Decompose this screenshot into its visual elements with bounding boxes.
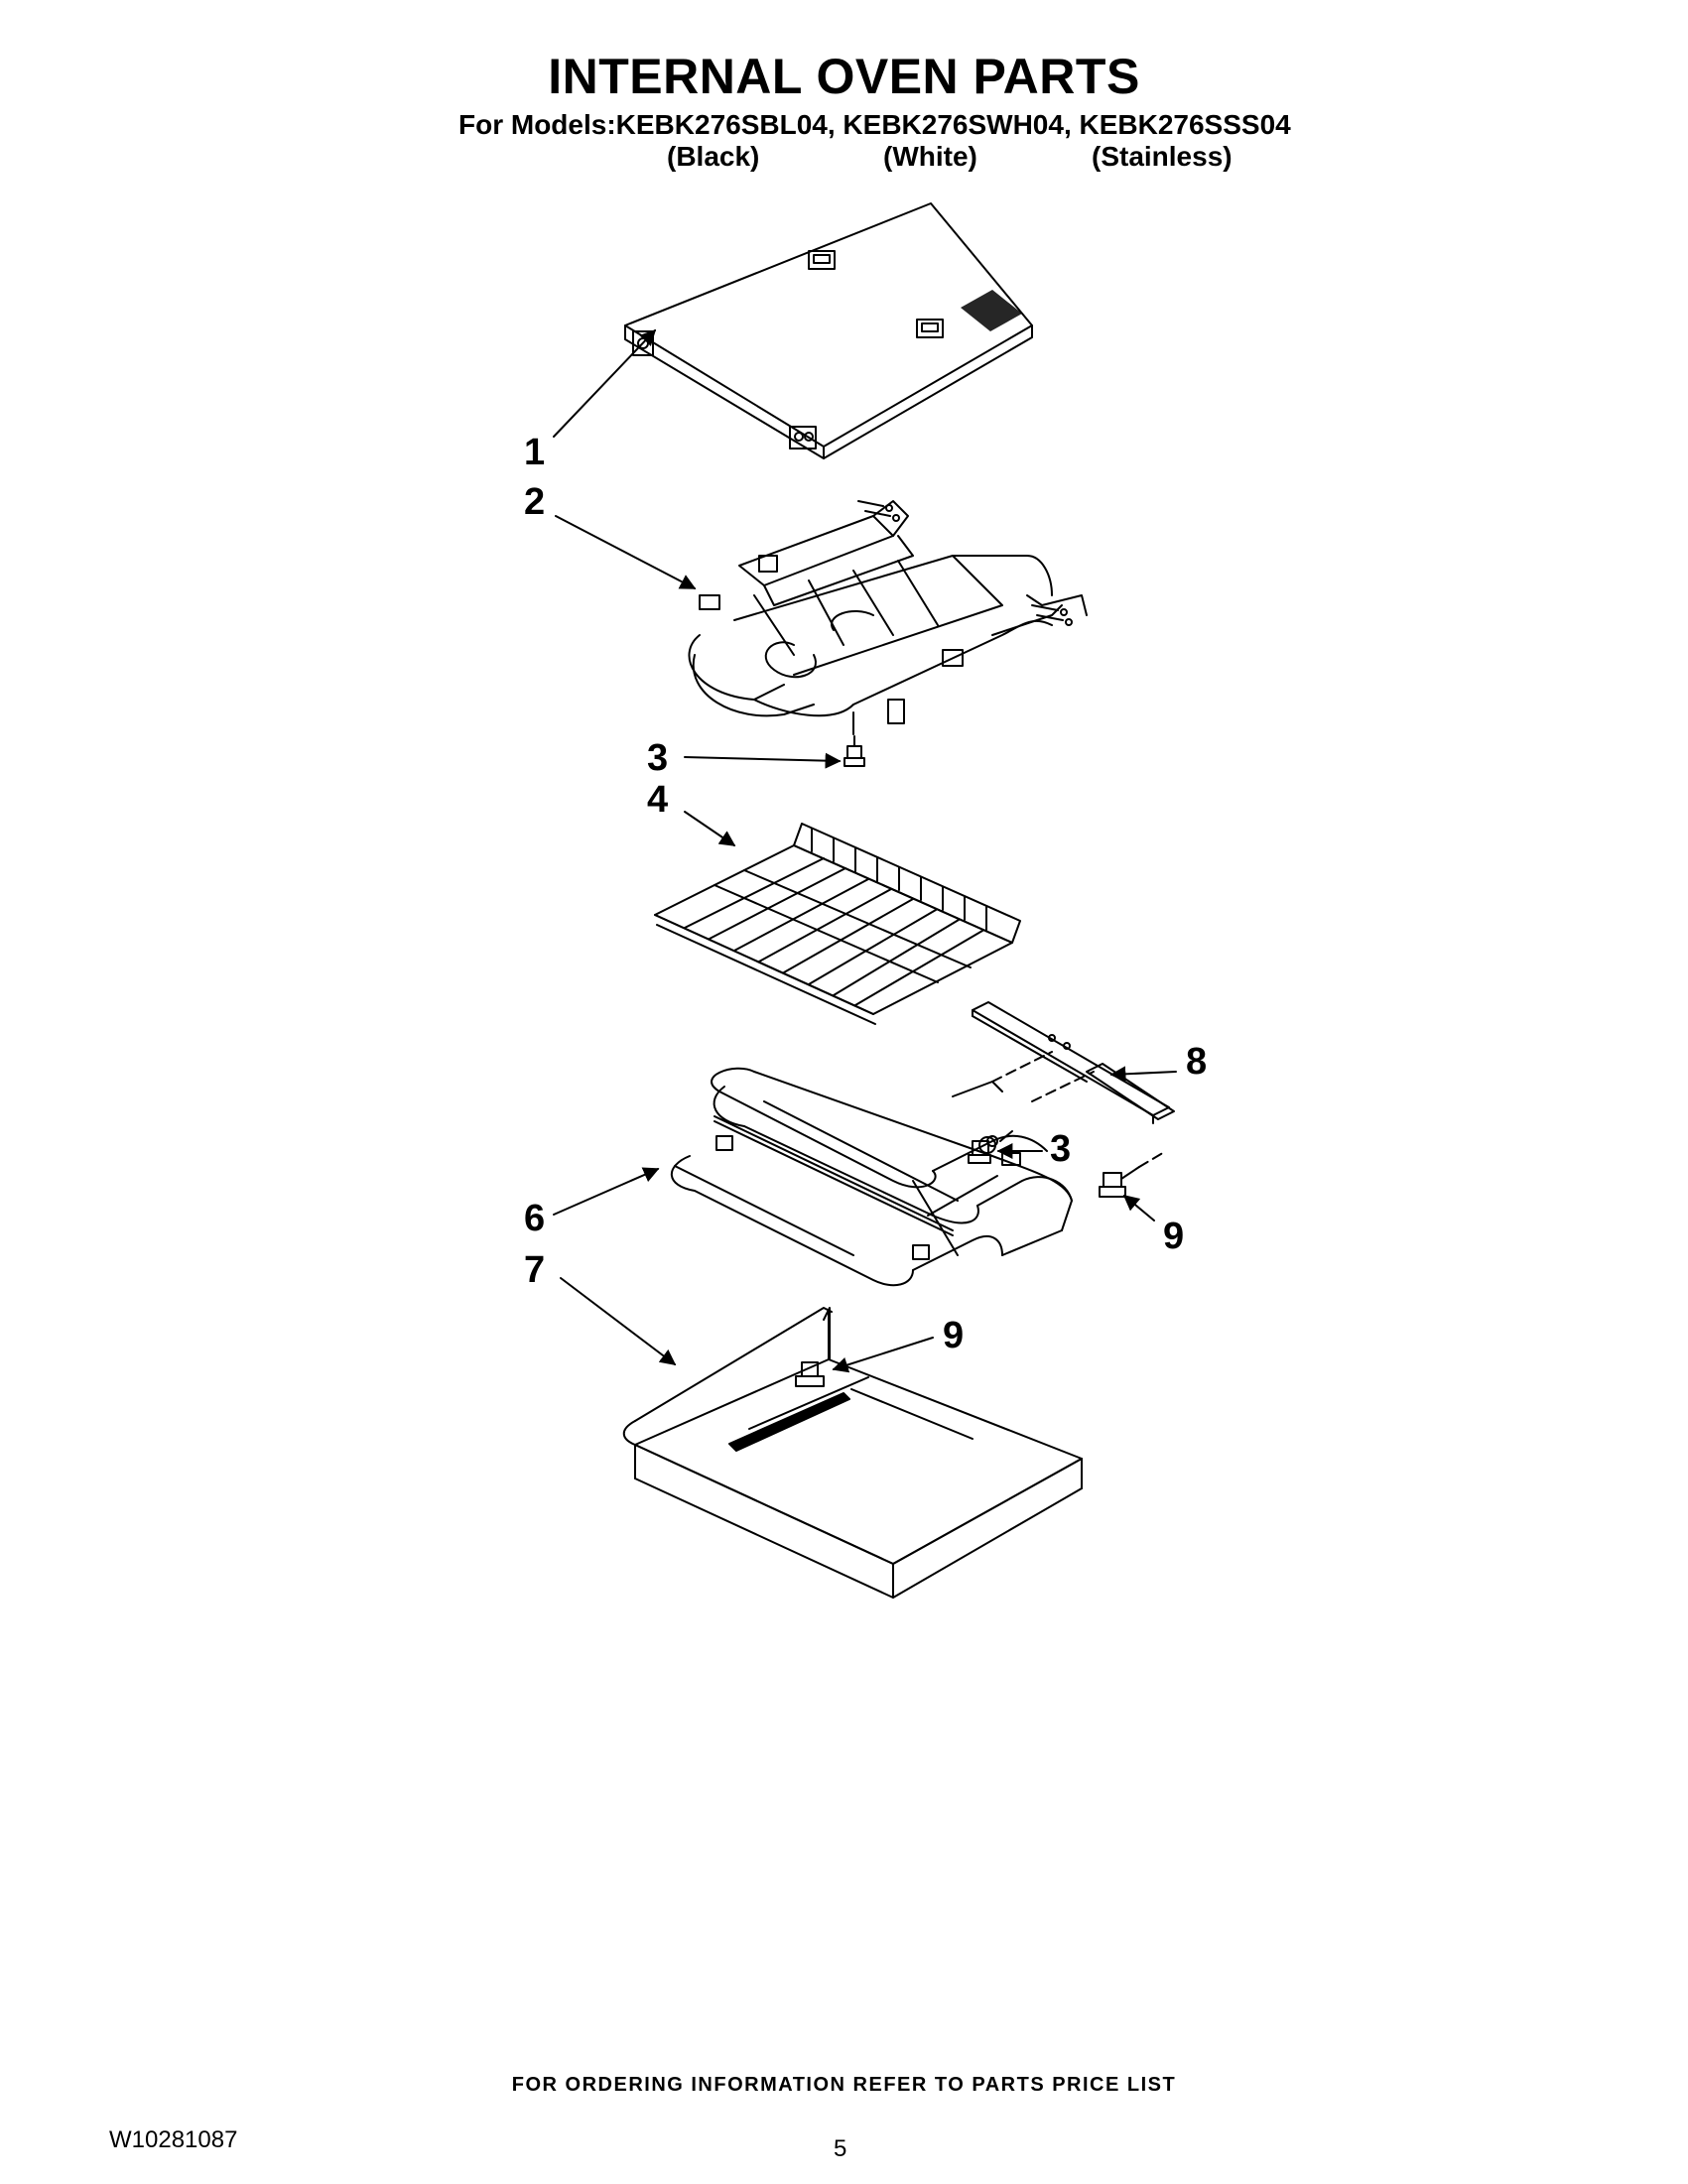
callout-9-tray: 9 [943,1315,964,1356]
callout-3-lower: 3 [1050,1128,1071,1170]
callout-1: 1 [524,432,545,473]
callout-3-upper: 3 [647,737,668,779]
variant-white: (White) [883,141,977,172]
callout-2: 2 [524,481,545,523]
part-3-screw-lower [968,1140,991,1164]
part-7-bottom-tray [622,1307,1083,1599]
variant-black: (Black) [667,141,760,172]
callout-arrows [553,328,1177,1373]
part-6-bake-element [670,1067,1073,1287]
ordering-note: FOR ORDERING INFORMATION REFER TO PARTS … [511,2074,1177,2096]
dashed-leaders [991,1051,1167,1168]
callout-labels: 1 2 3 4 8 3 6 9 7 9 [524,432,1207,1356]
part-2-broil-element [688,500,1088,735]
page-title: INTERNAL OVEN PARTS [548,49,1140,104]
callout-7: 7 [524,1249,545,1291]
callout-4: 4 [647,779,668,821]
part-9-screw-tray [795,1361,825,1387]
part-1-top-panel [624,202,1033,459]
variant-stainless: (Stainless) [1092,141,1233,172]
document-number: W10281087 [109,2126,238,2153]
part-8-bracket [972,1001,1175,1124]
part-4-oven-rack [654,823,1021,1025]
page-number: 5 [834,2135,847,2162]
callout-6: 6 [524,1198,545,1239]
part-3-screw-upper [844,735,865,767]
callout-9-right: 9 [1163,1216,1184,1257]
models-line: For Models:KEBK276SBL04, KEBK276SWH04, K… [458,109,1291,140]
callout-8: 8 [1186,1041,1207,1083]
part-9-screw-right [1099,1166,1140,1198]
